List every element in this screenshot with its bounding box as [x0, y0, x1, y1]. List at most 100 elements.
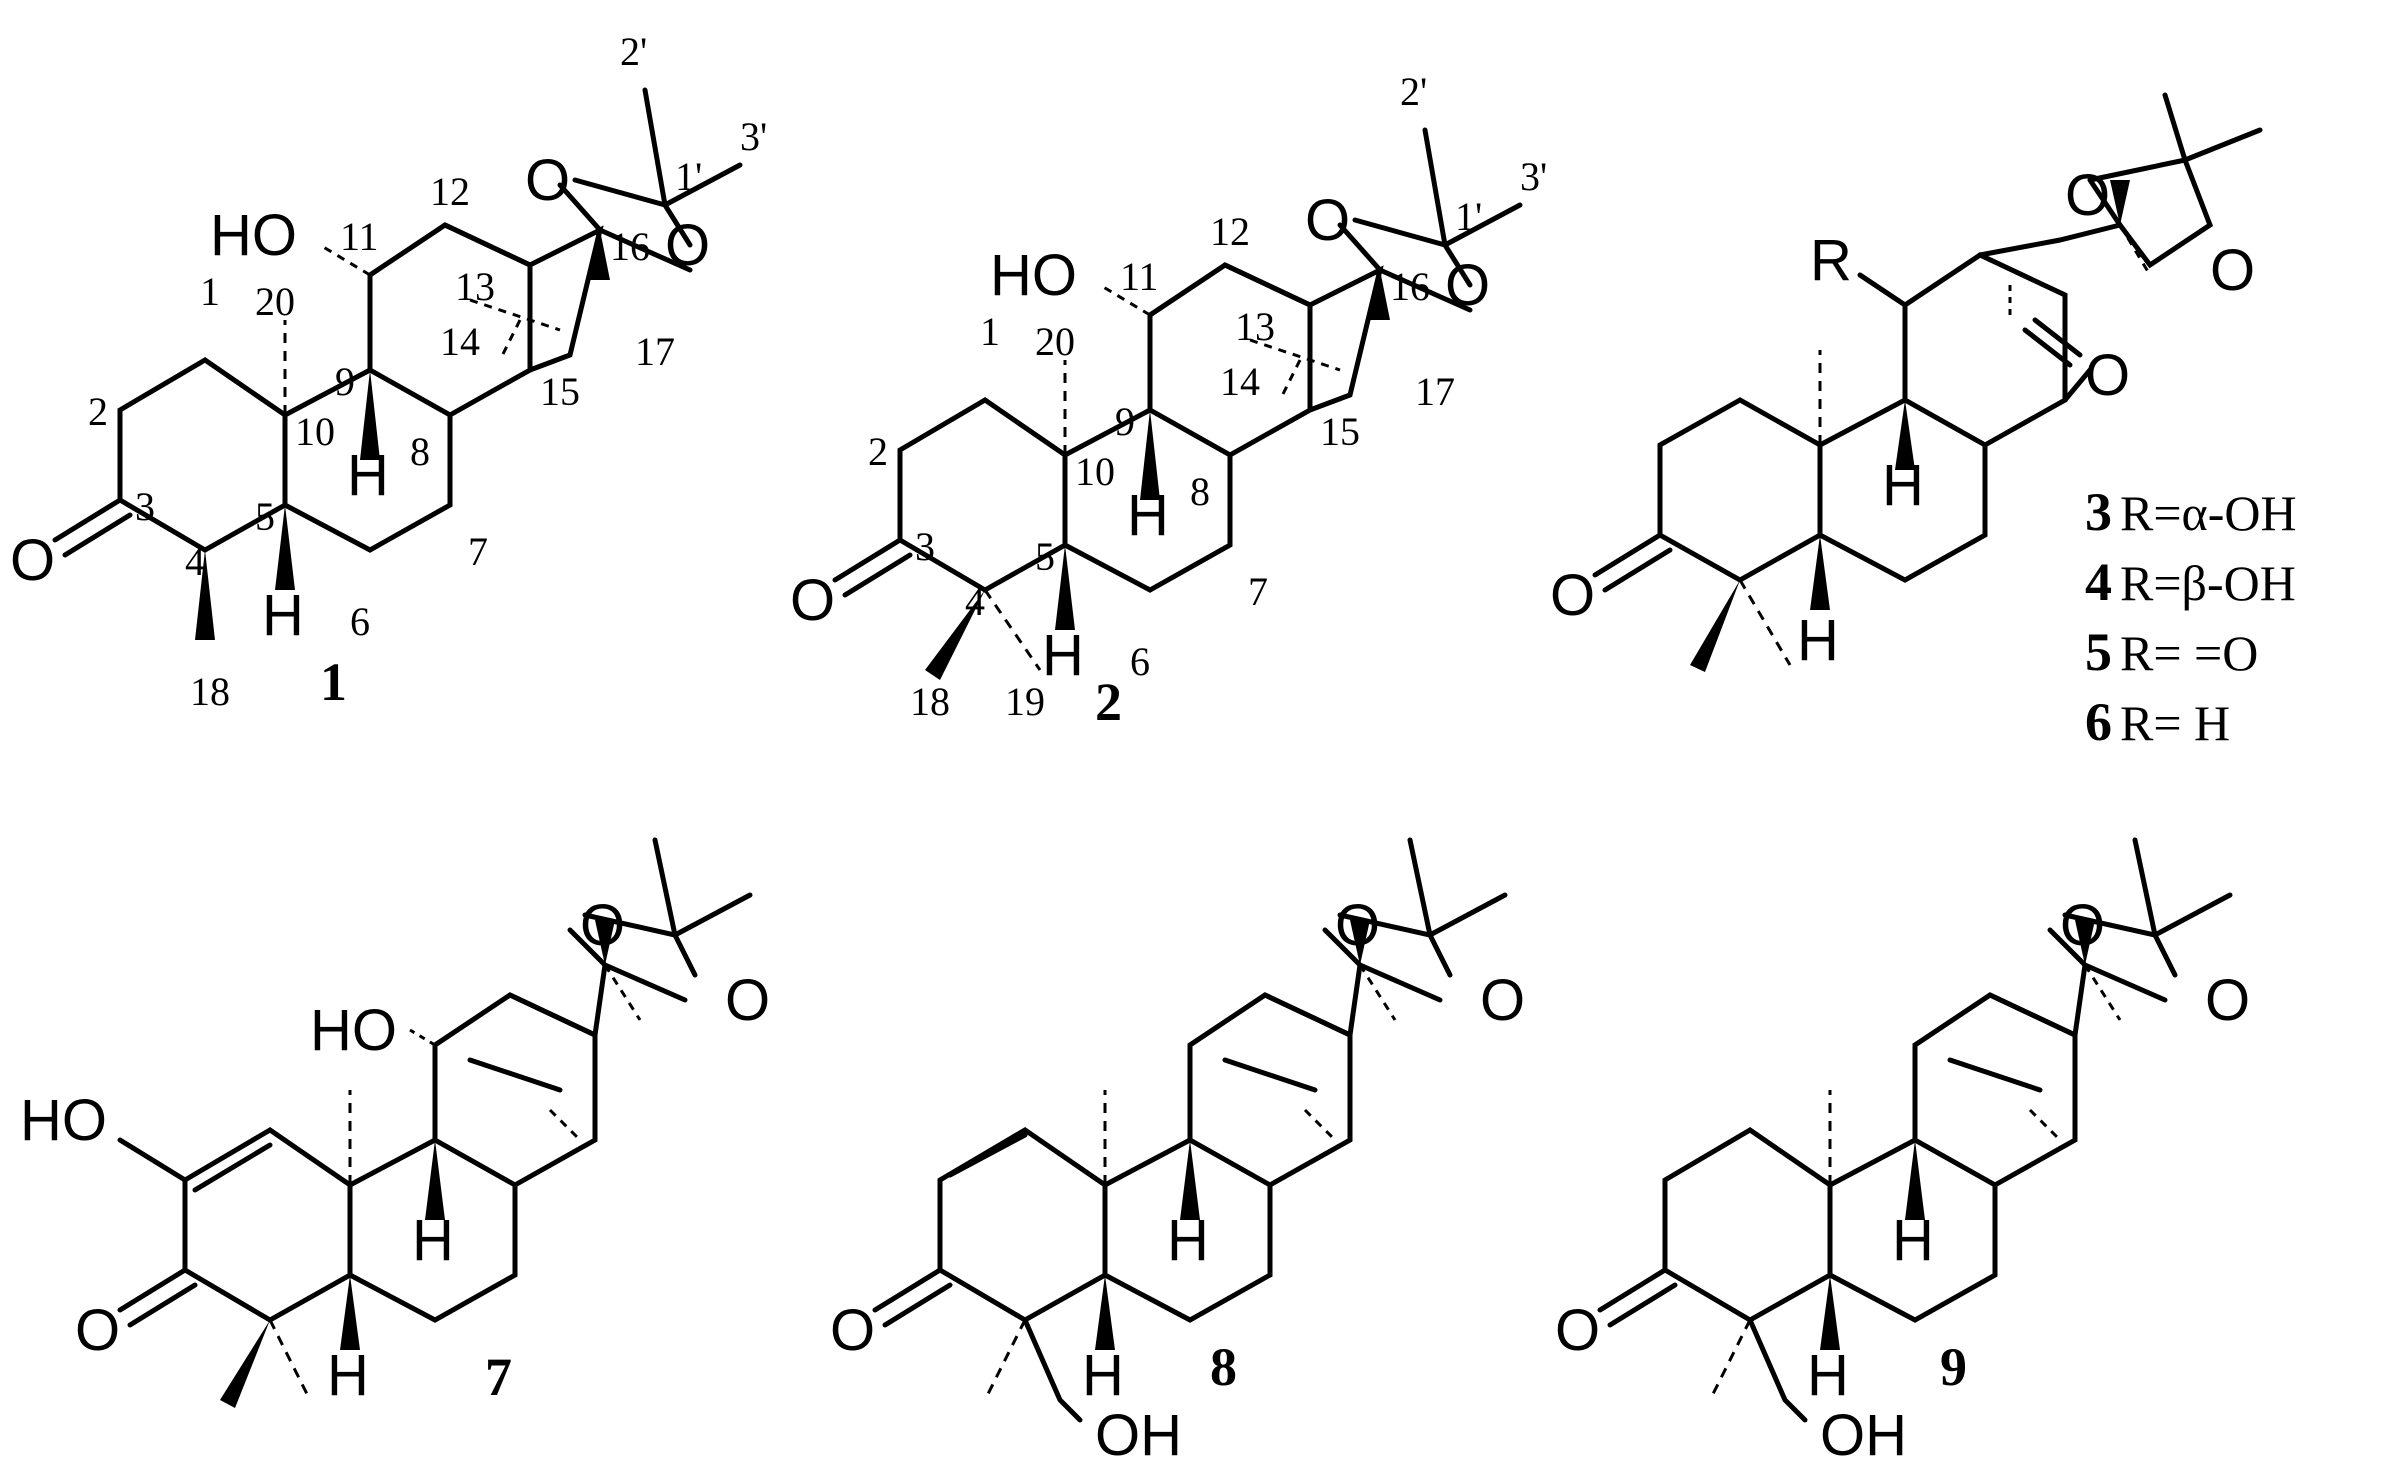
atom-ho: HO — [210, 203, 297, 268]
num-6: 6 — [1130, 639, 1150, 684]
num-19: 19 — [1005, 679, 1045, 724]
atom-o-top: O — [580, 893, 625, 958]
atom-ho2: HO — [20, 1088, 107, 1153]
num-5: 5 — [1035, 534, 1055, 579]
atom-h9: H — [1167, 1208, 1209, 1273]
num-17: 17 — [1415, 369, 1455, 414]
num-7: 7 — [1248, 569, 1268, 614]
compound-2: HO O O O H H 1 2 3 4 5 6 7 8 9 10 11 12 … — [790, 69, 1547, 732]
atom-o-keto: O — [1555, 1298, 1600, 1363]
compound-label-2: 2 — [1095, 672, 1122, 732]
substituent-3: R=α-OH — [2120, 485, 2297, 541]
atom-o-keto: O — [1550, 563, 1595, 628]
compound-1: HO O O O H H 1 2 3 4 5 6 7 8 9 10 11 12 … — [10, 29, 767, 714]
atom-r: R — [1810, 228, 1852, 293]
substituent-4: R=β-OH — [2120, 555, 2296, 611]
num-11: 11 — [340, 214, 379, 259]
num-3p: 3' — [1520, 154, 1547, 199]
num-8: 8 — [1190, 469, 1210, 514]
num-16: 16 — [1390, 264, 1430, 309]
compound-label-9: 9 — [1940, 1337, 1967, 1397]
compound-3-6: R O O O O H H 3 R=α-OH 4 R=β-OH 5 R= =O … — [1550, 92, 2297, 752]
num-1p: 1' — [1455, 194, 1482, 239]
atom-o-top: O — [2060, 893, 2105, 958]
num-15: 15 — [540, 369, 580, 414]
num-2: 2 — [88, 389, 108, 434]
num-14: 14 — [1220, 359, 1260, 404]
atom-h5: H — [262, 583, 304, 648]
num-2p: 2' — [1400, 69, 1427, 114]
atom-h9: H — [347, 443, 389, 508]
num-9: 9 — [1115, 399, 1135, 444]
num-1p: 1' — [675, 154, 702, 199]
compound-8: O O O H H OH 8 — [830, 837, 1525, 1468]
compound-label-3: 3 — [2085, 482, 2112, 542]
substituent-6: R= H — [2120, 695, 2230, 751]
num-1: 1 — [200, 269, 220, 314]
atom-o-right: O — [725, 968, 770, 1033]
num-13: 13 — [1235, 304, 1275, 349]
atom-h5: H — [327, 1343, 369, 1408]
compound-label-4: 4 — [2085, 552, 2112, 612]
atom-o-top: O — [525, 148, 570, 213]
atom-h9: H — [1892, 1208, 1934, 1273]
atom-ho11: HO — [310, 998, 397, 1063]
num-2p: 2' — [620, 29, 647, 74]
compound-label-7: 7 — [485, 1347, 512, 1407]
atom-h9: H — [412, 1208, 454, 1273]
atom-o-right: O — [2205, 968, 2250, 1033]
atom-oh: OH — [1095, 1403, 1182, 1468]
num-14: 14 — [440, 319, 480, 364]
atom-o-right: O — [665, 213, 710, 278]
num-18: 18 — [190, 669, 230, 714]
compound-9: O O O H H OH 9 — [1555, 837, 2250, 1468]
atom-h5: H — [1807, 1343, 1849, 1408]
atom-h9: H — [1127, 483, 1169, 548]
num-9: 9 — [335, 359, 355, 404]
num-11: 11 — [1120, 254, 1159, 299]
num-7: 7 — [468, 529, 488, 574]
num-1: 1 — [980, 309, 1000, 354]
num-18: 18 — [910, 679, 950, 724]
atom-h5: H — [1797, 608, 1839, 673]
atom-o-keto: O — [790, 568, 835, 633]
num-10: 10 — [295, 409, 335, 454]
compound-label-1: 1 — [320, 652, 347, 712]
compound-label-8: 8 — [1210, 1337, 1237, 1397]
num-12: 12 — [430, 169, 470, 214]
atom-h9: H — [1882, 453, 1924, 518]
compound-label-5: 5 — [2085, 622, 2112, 682]
atom-o-right: O — [1445, 253, 1490, 318]
num-17: 17 — [635, 329, 675, 374]
compound-label-6: 6 — [2085, 692, 2112, 752]
num-3p: 3' — [740, 114, 767, 159]
substituent-5: R= =O — [2120, 625, 2258, 681]
atom-o-keto: O — [830, 1298, 875, 1363]
num-4: 4 — [185, 539, 205, 584]
atom-o-top: O — [2065, 163, 2110, 228]
num-10: 10 — [1075, 449, 1115, 494]
num-8: 8 — [410, 429, 430, 474]
num-3: 3 — [915, 524, 935, 569]
atom-h5: H — [1042, 623, 1084, 688]
num-12: 12 — [1210, 209, 1250, 254]
num-20: 20 — [255, 279, 295, 324]
atom-o-keto: O — [10, 528, 55, 593]
num-3: 3 — [135, 484, 155, 529]
num-16: 16 — [610, 224, 650, 269]
atom-o-keto: O — [75, 1298, 120, 1363]
atom-ho: HO — [990, 243, 1077, 308]
num-13: 13 — [455, 264, 495, 309]
atom-h5: H — [1082, 1343, 1124, 1408]
atom-o-top: O — [1305, 188, 1350, 253]
num-6: 6 — [350, 599, 370, 644]
num-2: 2 — [868, 429, 888, 474]
atom-o-top: O — [1335, 893, 1380, 958]
compound-7: HO HO O O O H H 7 — [20, 837, 770, 1408]
atom-o-right: O — [1480, 968, 1525, 1033]
num-15: 15 — [1320, 409, 1360, 454]
atom-oh: OH — [1820, 1403, 1907, 1468]
num-20: 20 — [1035, 319, 1075, 364]
num-4: 4 — [965, 579, 985, 624]
